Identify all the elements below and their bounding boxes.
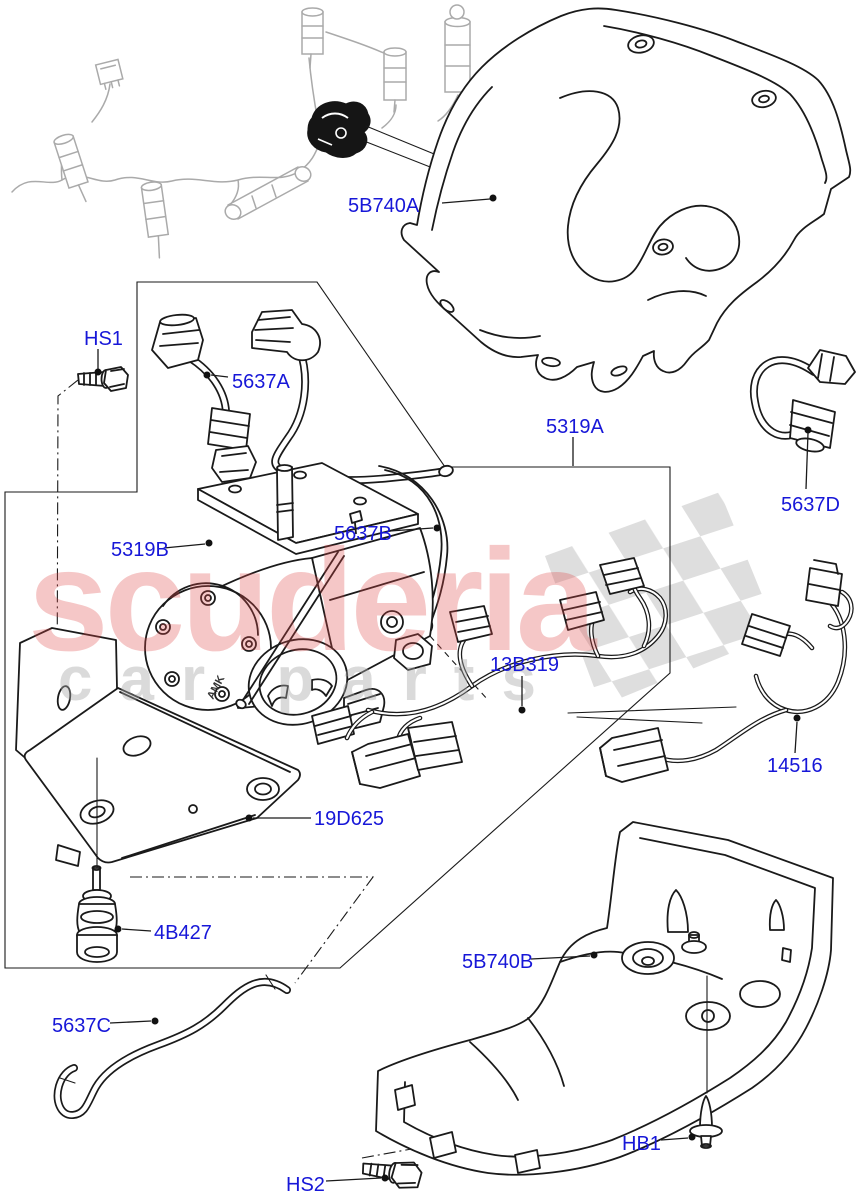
ecu-module-sketch: [94, 58, 124, 90]
label-5637D[interactable]: 5637D: [781, 494, 840, 516]
label-19D625[interactable]: 19D625: [314, 808, 384, 830]
label-5637C[interactable]: 5637C: [52, 1015, 111, 1037]
label-5B740A[interactable]: 5B740A: [348, 195, 420, 217]
part-mounting-bracket: [15, 627, 301, 889]
label-HS1[interactable]: HS1: [84, 328, 123, 350]
label-HS2[interactable]: HS2: [286, 1174, 325, 1196]
label-5319A[interactable]: 5319A: [546, 416, 604, 438]
air-spring-sketch: [140, 181, 170, 259]
part-screw-2: [361, 1161, 423, 1189]
label-13B319[interactable]: 13B319: [490, 654, 559, 676]
label-4B427[interactable]: 4B427: [154, 922, 212, 944]
kit-boundary-box: [4, 281, 737, 1159]
label-leaders: [94, 194, 812, 1182]
air-spring-sketch: [301, 7, 324, 69]
part-air-tube: [53, 974, 291, 1119]
part-pin-retainer: [689, 1095, 723, 1149]
label-HB1[interactable]: HB1: [622, 1133, 661, 1155]
part-compressor-cover-lower: [375, 821, 834, 1176]
part-compressor-cover-upper: [400, 7, 852, 393]
vehicle-air-suspension-overview-sketch: [11, 4, 513, 259]
brand-watermark-subtitle: car parts: [58, 645, 563, 714]
air-spring-sketch: [53, 133, 89, 203]
label-5319B[interactable]: 5319B: [111, 539, 169, 561]
label-5637A[interactable]: 5637A: [232, 371, 290, 393]
part-rubber-mounting: [76, 865, 118, 963]
compressor-location-highlight: [307, 101, 371, 158]
brand-watermark: scuderia: [28, 519, 598, 681]
part-air-suspension-compressor: AMK: [144, 462, 434, 745]
air-dryer-sketch: [444, 4, 471, 93]
part-labels: 5B740A 5319A 5637D HS1 5637A 5319B 5637B…: [52, 195, 840, 1196]
part-screw-1: [77, 366, 129, 392]
part-wiring-harness-main: [344, 557, 669, 789]
label-5637B[interactable]: 5637B: [334, 523, 392, 545]
label-5B740B[interactable]: 5B740B: [462, 951, 533, 973]
label-14516[interactable]: 14516: [767, 755, 823, 777]
part-air-hose-short: [749, 349, 856, 453]
reservoir-sketch: [224, 166, 312, 220]
air-spring-sketch: [383, 47, 407, 113]
part-wiring-harness-link: [599, 559, 854, 783]
